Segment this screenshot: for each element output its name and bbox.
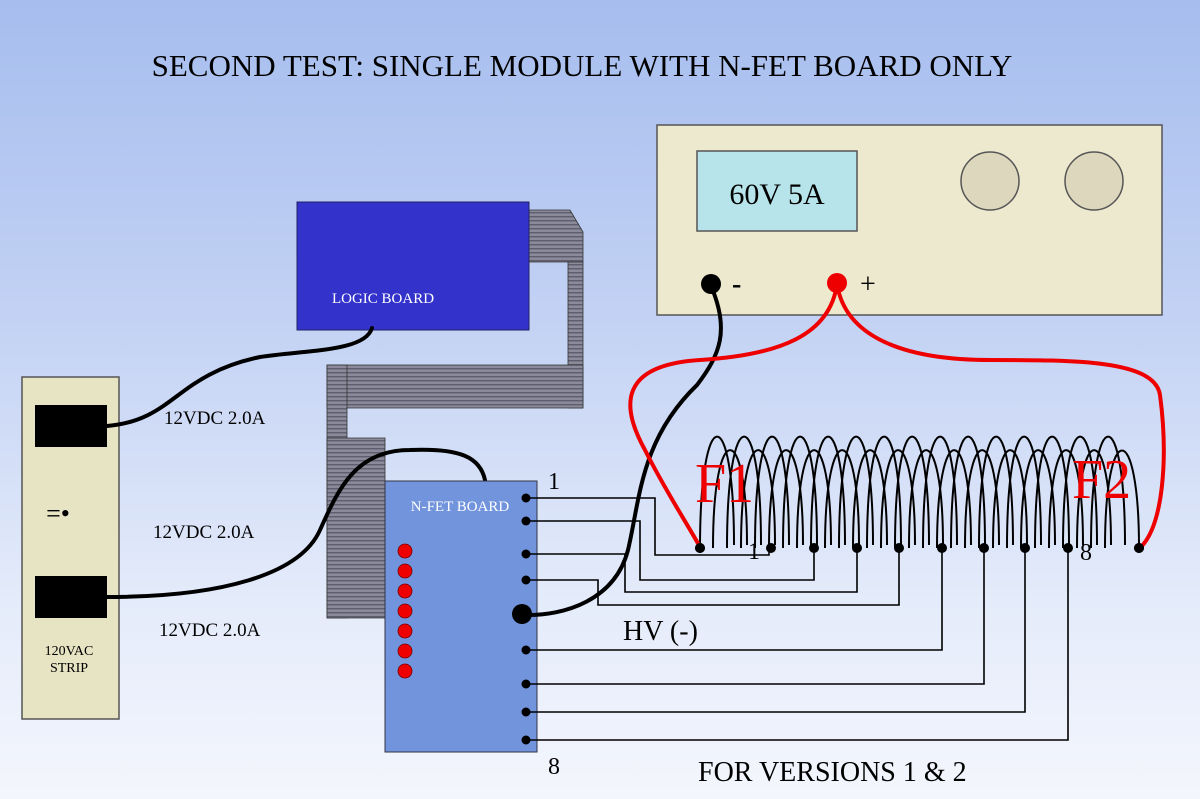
- supply-display-text: 60V 5A: [729, 178, 825, 211]
- supply-pos-terminal[interactable]: [827, 273, 847, 293]
- nfet-board: N-FET BOARD: [384, 480, 538, 753]
- strip-ground-symbol: =•: [46, 499, 70, 528]
- nfet-pin-8-label: 8: [548, 754, 560, 780]
- supply-knob-left[interactable]: [960, 151, 1020, 211]
- nfet-board-label: N-FET BOARD: [411, 499, 510, 515]
- supply-neg-label: -: [732, 269, 741, 300]
- hv-negative-wire: [523, 285, 723, 618]
- supply-pos-label: +: [860, 269, 876, 300]
- logic-board: LOGIC BOARD: [296, 201, 530, 331]
- logic-board-label: LOGIC BOARD: [332, 291, 434, 307]
- f2-label: F2: [1072, 449, 1131, 511]
- supply-knob-right[interactable]: [1064, 151, 1124, 211]
- power-supply: 60V 5A - +: [656, 124, 1163, 316]
- nfet-led-column: [397, 543, 413, 679]
- footer-note: FOR VERSIONS 1 & 2: [698, 757, 967, 788]
- positive-wires: [628, 283, 1166, 550]
- cable-label-nfet: 12VDC 2.0A: [159, 620, 261, 641]
- coil-winding: [699, 435, 1140, 549]
- nfet-hv-terminal[interactable]: [512, 604, 532, 624]
- cable-label-middle: 12VDC 2.0A: [153, 522, 255, 543]
- cable-label-logic: 12VDC 2.0A: [164, 408, 266, 429]
- power-strip: =• 120VAC STRIP: [21, 376, 120, 720]
- hv-label: HV (-): [623, 616, 698, 647]
- coil-tap-1-label: 1: [748, 539, 760, 565]
- tap-wires: [526, 497, 1069, 741]
- power-cables: [105, 326, 487, 599]
- diagram-title: SECOND TEST: SINGLE MODULE WITH N-FET BO…: [152, 48, 1013, 83]
- supply-display: [696, 150, 858, 232]
- coil-tap-8-label: 8: [1080, 540, 1092, 566]
- nfet-pin-1-label: 1: [548, 469, 560, 495]
- strip-outlet-bottom[interactable]: [35, 576, 107, 618]
- strip-outlet-top[interactable]: [35, 405, 107, 447]
- supply-neg-terminal[interactable]: [701, 274, 721, 294]
- f1-label: F1: [695, 453, 754, 515]
- strip-label-line2: STRIP: [50, 661, 88, 676]
- strip-label-line1: 120VAC: [45, 644, 94, 659]
